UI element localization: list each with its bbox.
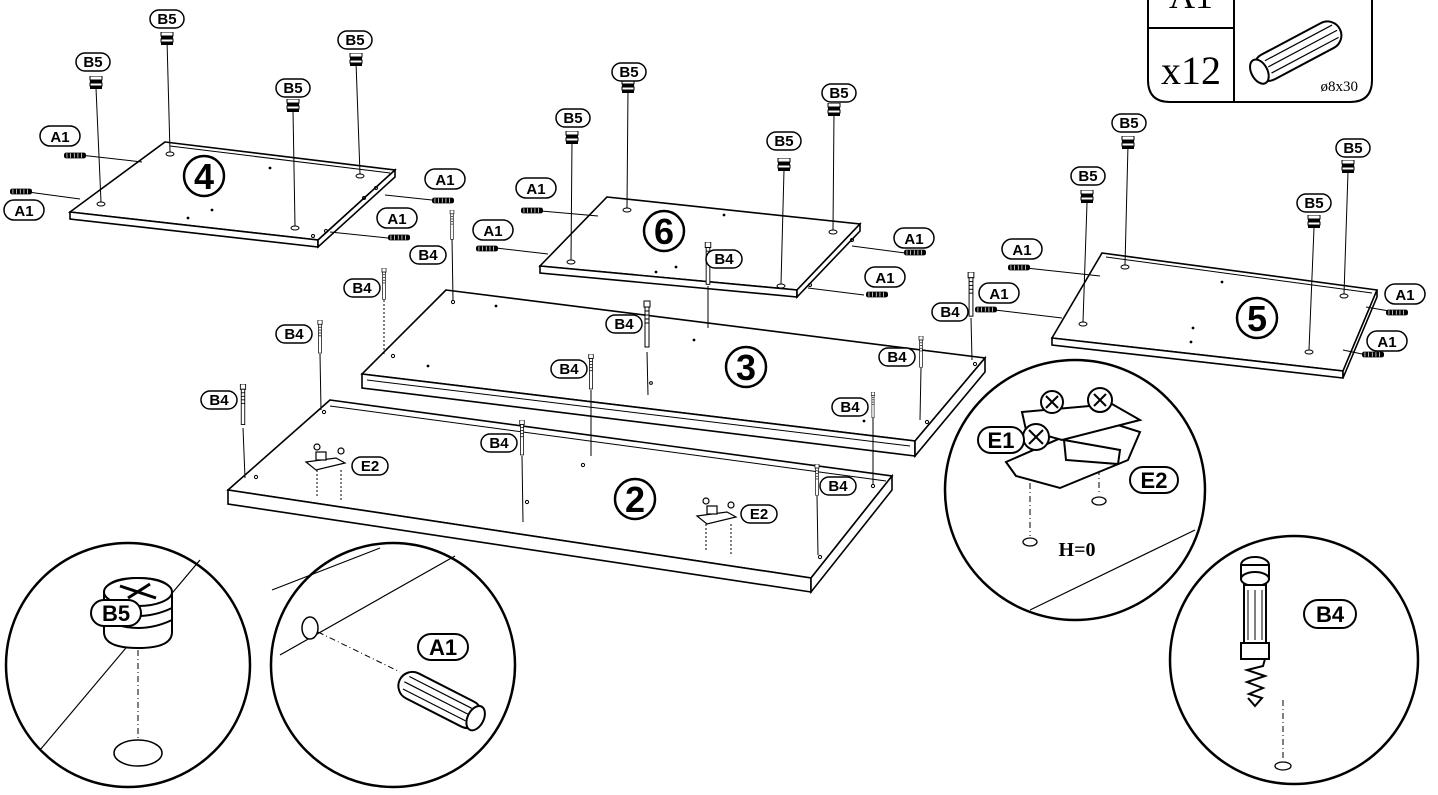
label-a1: A1: [1012, 242, 1031, 259]
detail-e1-label: E1: [988, 428, 1015, 453]
label-a1: A1: [50, 129, 69, 146]
label-a1: A1: [483, 223, 502, 240]
label-a1: A1: [1395, 287, 1414, 304]
label-b4: B4: [714, 251, 734, 268]
label-b4: B4: [828, 478, 848, 495]
panel-5-number: 5: [1247, 298, 1267, 339]
label-a1: A1: [526, 181, 545, 198]
label-b5: B5: [619, 64, 638, 81]
label-b4: B4: [352, 280, 372, 297]
label-b5: B5: [283, 80, 302, 97]
label-b5: B5: [83, 54, 102, 71]
label-b4: B4: [559, 361, 579, 378]
hinge-detail-icon: [1004, 387, 1143, 490]
detail-b5-label: B5: [102, 601, 130, 626]
panel-5-badge: [1235, 296, 1279, 340]
detail-b5: B5: [4, 541, 252, 789]
label-e2: E2: [750, 506, 768, 523]
parts-box-dimension: ø8x30: [1321, 79, 1359, 95]
panel-4-badge: [182, 154, 226, 198]
label-b5: B5: [774, 133, 793, 150]
panel-2-number: 2: [625, 479, 645, 520]
panel-6-number: 6: [654, 211, 674, 252]
label-a1: A1: [904, 231, 923, 248]
label-b4: B4: [614, 316, 634, 333]
detail-b4: B4: [1168, 534, 1420, 786]
label-a1: A1: [989, 286, 1008, 303]
panel-6-badge: [642, 209, 686, 253]
label-b4: B4: [489, 435, 509, 452]
panel-6: 6: [538, 196, 862, 299]
label-b4: B4: [887, 349, 907, 366]
detail-b4-label: B4: [1316, 602, 1345, 627]
label-b5: B5: [157, 11, 176, 28]
panel-4: 4: [67, 141, 397, 249]
label-b4: B4: [940, 304, 960, 321]
hinge-plate-icon: [304, 443, 738, 525]
label-b5: B5: [1304, 195, 1323, 212]
panel-4-number: 4: [194, 156, 214, 197]
label-b4: B4: [840, 399, 860, 416]
panel-3: 3: [360, 289, 987, 459]
label-b4: B4: [284, 326, 304, 343]
label-b4: B4: [209, 392, 229, 409]
part-label-texts: B5 B5 B5 B5 B5 B5 B5 B5 B5 B5 B5 B5 A1 A…: [14, 11, 1414, 523]
label-b5: B5: [1078, 168, 1097, 185]
leader-lines: [27, 39, 1396, 556]
detail-e2-label: E2: [1141, 468, 1168, 493]
detail-a1: A1: [269, 541, 517, 789]
label-e2: E2: [361, 458, 379, 475]
label-b5: B5: [1119, 115, 1138, 132]
label-a1: A1: [387, 211, 406, 228]
parts-box-quantity: x12: [1161, 48, 1221, 93]
label-b5: B5: [1343, 140, 1362, 157]
label-a1: A1: [14, 203, 33, 220]
detail-hinge: E1 E2 H=0: [943, 358, 1207, 622]
panel-5: 5: [1050, 252, 1379, 379]
parts-box: A1 x12 ø8x30: [1147, 0, 1373, 103]
label-b4: B4: [418, 247, 438, 264]
label-a1: A1: [435, 172, 454, 189]
panel-2-badge: [613, 477, 657, 521]
label-b5: B5: [563, 110, 582, 127]
dowel-detail-icon: [397, 670, 486, 732]
panel-2: 2: [226, 399, 894, 595]
parts-box-code: A1: [1169, 0, 1213, 16]
panel-3-badge: [724, 345, 768, 389]
hinge-height-note: H=0: [1059, 539, 1096, 561]
detail-a1-label: A1: [429, 635, 457, 660]
label-b5: B5: [829, 85, 848, 102]
label-a1: A1: [1377, 334, 1396, 351]
dowel-illustration-icon: [1249, 20, 1343, 85]
cam-pin-detail-icon: [1240, 556, 1270, 708]
panel-3-number: 3: [736, 347, 756, 388]
part-labels: [3, 9, 1426, 524]
label-a1: A1: [875, 270, 894, 287]
label-b5: B5: [345, 32, 364, 49]
